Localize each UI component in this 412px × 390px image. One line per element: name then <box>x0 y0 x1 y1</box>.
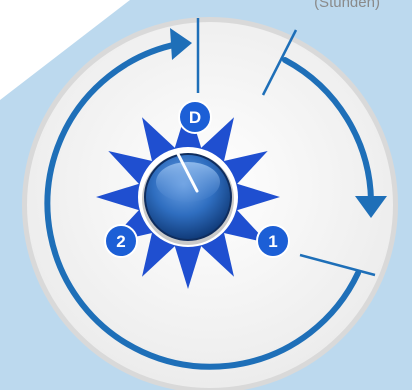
marker-top-label: D <box>189 108 201 127</box>
marker-left-label: 2 <box>116 232 125 251</box>
unit-label: (Stunden) <box>282 0 412 11</box>
marker-right-label: 1 <box>268 232 277 251</box>
marker-right: 1 <box>257 225 289 257</box>
marker-top: D <box>179 101 211 133</box>
rotary-knob[interactable] <box>145 154 231 240</box>
marker-left: 2 <box>105 225 137 257</box>
